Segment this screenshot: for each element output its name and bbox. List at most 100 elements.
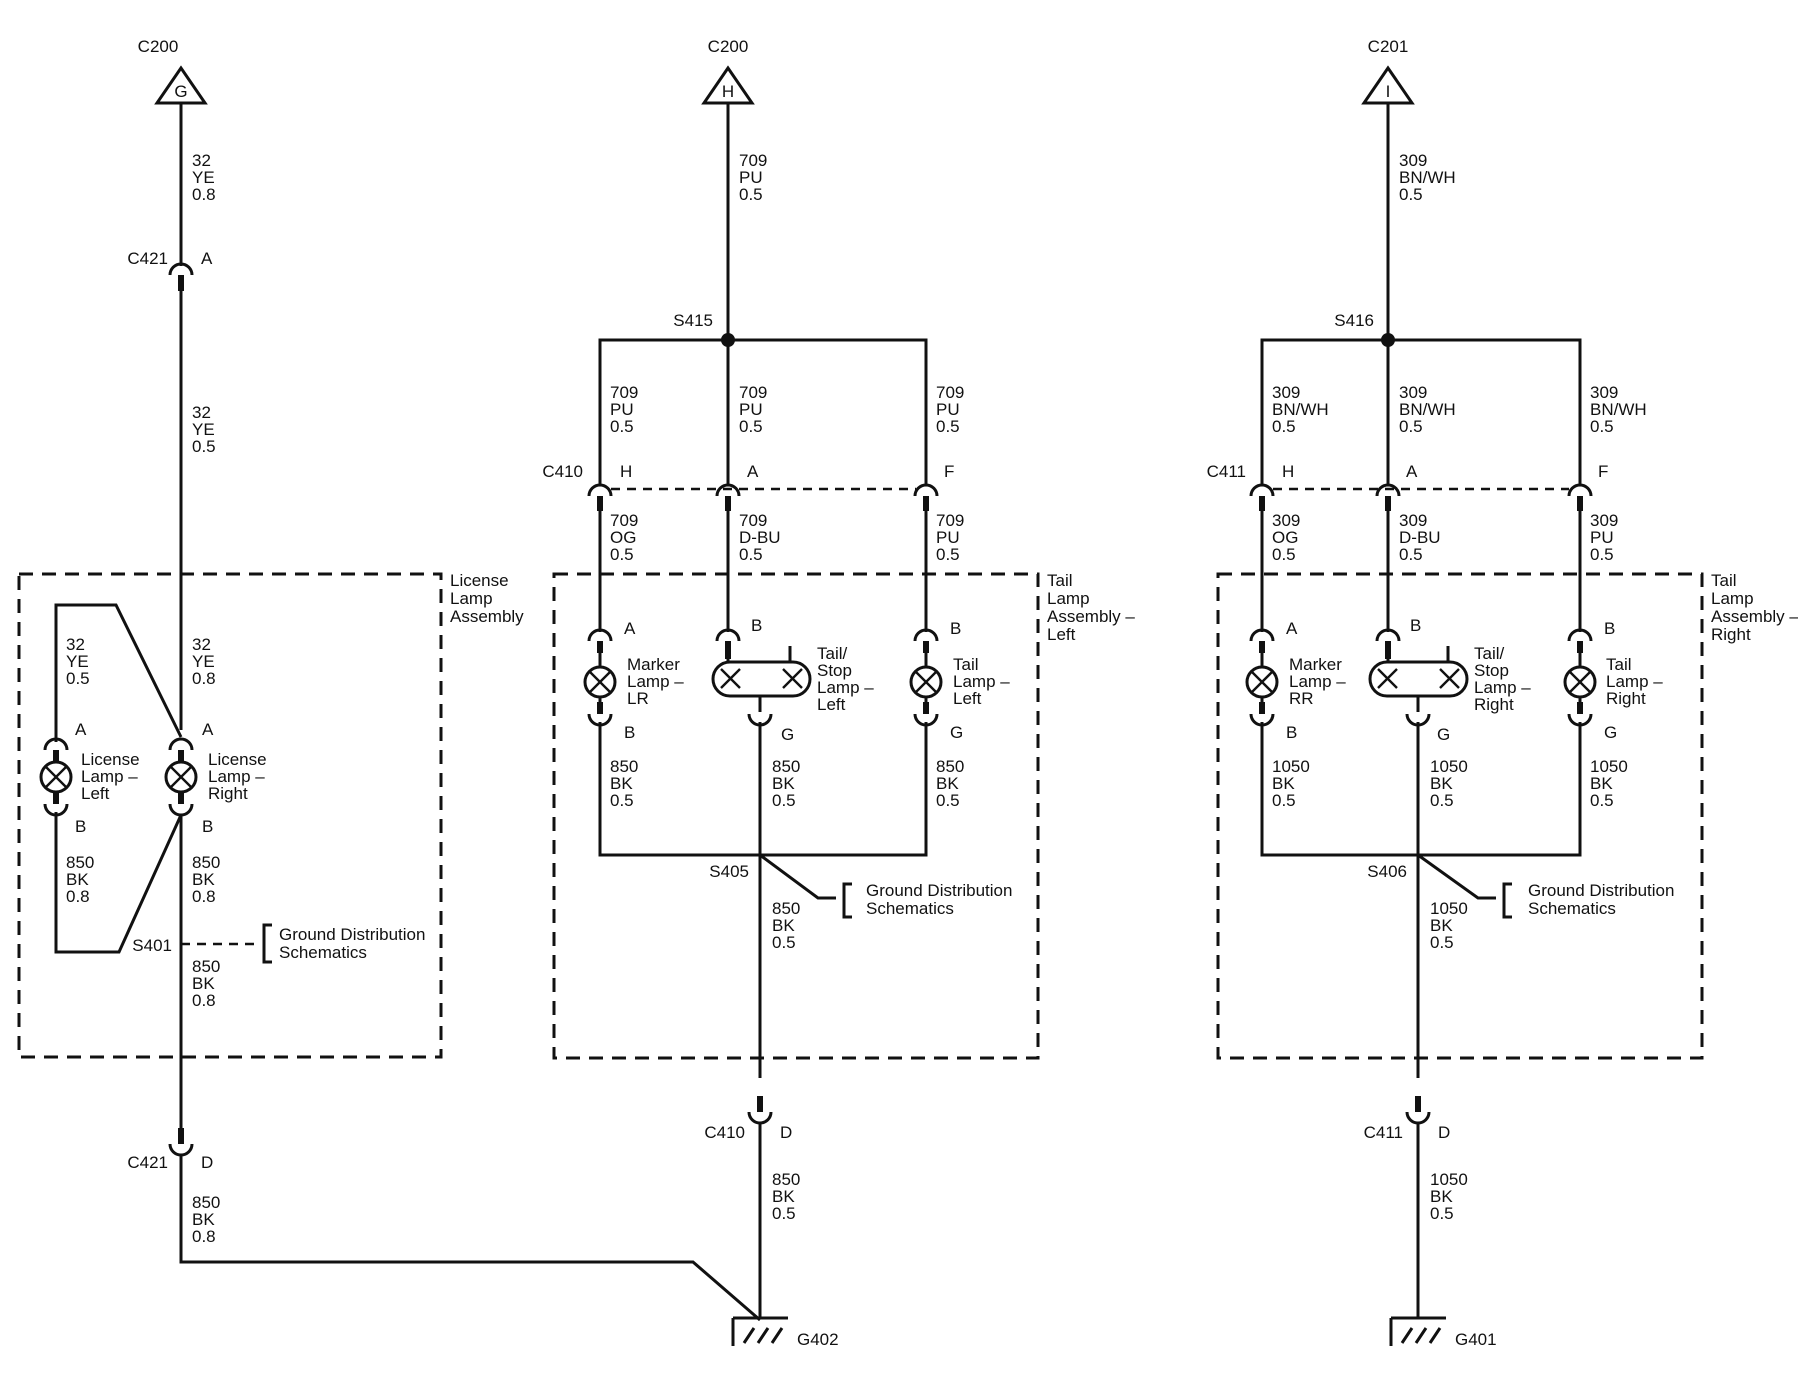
wire-spec-text: BK [1272, 774, 1295, 793]
wire-spec-text: 850 [772, 899, 800, 918]
connector-c410-top: C410 H A F [542, 462, 954, 511]
reference-bracket [262, 923, 272, 964]
tail-lamp-right: B G Tail Lamp – Right [1563, 619, 1663, 742]
lamp-x-icon [45, 766, 67, 788]
wire-spec-text: 709 [610, 511, 638, 530]
wire-spec-text: 0.8 [66, 887, 90, 906]
wire-spec-text: BK [772, 774, 795, 793]
component-label: Lamp – [1606, 672, 1663, 691]
connector-male-icon [1577, 496, 1583, 511]
connector-pin: G [174, 82, 187, 101]
component-label: Tail/ [817, 644, 848, 663]
wire-spec-text: BK [192, 974, 215, 993]
wire-spec-text: BN/WH [1399, 400, 1456, 419]
wire-spec-text: 0.5 [739, 185, 763, 204]
wire-spec-text: 309 [1590, 511, 1618, 530]
splice-label: S415 [673, 311, 713, 330]
tail-stop-lamp-left: B G Tail/ Stop Lamp – Left [711, 616, 874, 744]
wire-spec-text: 0.5 [610, 791, 634, 810]
wire-spec-text: 0.5 [772, 933, 796, 952]
assembly-label-license: License Lamp Assembly [450, 571, 524, 626]
svg-text:Right: Right [1711, 625, 1751, 644]
connector-male-icon [178, 275, 184, 291]
component-label: Tail [1606, 655, 1632, 674]
wire-spec-text: BN/WH [1272, 400, 1329, 419]
splice-label: S416 [1334, 311, 1374, 330]
connector-label: C421 [127, 1153, 168, 1172]
wire-spec-text: PU [739, 400, 763, 419]
ground-label: G401 [1455, 1330, 1497, 1349]
splice-label: S405 [709, 862, 749, 881]
ground-icon [1400, 1327, 1414, 1344]
connector-female-icon [715, 483, 741, 497]
wire-spec-text: D-BU [739, 528, 781, 547]
connector-pin: A [747, 462, 759, 481]
wire-spec-text: 0.5 [610, 545, 634, 564]
component-label: Lamp – [953, 672, 1010, 691]
reference-bracket [1502, 882, 1512, 919]
splice-s406: S406 Ground Distribution Schematics [1367, 853, 1674, 919]
wire [179, 1155, 761, 1322]
terminal-icon [178, 792, 184, 804]
wire-spec-text: 0.5 [1272, 545, 1296, 564]
assembly-label-tail-left: Tail Lamp Assembly – Left [1047, 571, 1135, 644]
ground-icon [756, 1327, 770, 1344]
wire-spec-text: PU [739, 168, 763, 187]
wire-spec-text: 0.5 [1399, 545, 1423, 564]
connector-label: C201 [1368, 37, 1409, 56]
reference-label: Ground Distribution [1528, 881, 1674, 900]
wire-spec-text: 0.8 [192, 991, 216, 1010]
ground-icon [1414, 1327, 1428, 1344]
connector-female-icon [1375, 483, 1401, 497]
pin-label: B [1410, 616, 1421, 635]
wire-spec-text: 0.5 [739, 417, 763, 436]
connector-pin: H [620, 462, 632, 481]
connector-female-icon [913, 483, 939, 497]
license-lamp-left: A B License Lamp – Left [39, 720, 140, 836]
splice-s415: S415 [673, 311, 735, 347]
wire-spec-text: 0.5 [610, 417, 634, 436]
connector-female-icon [168, 262, 194, 276]
wire-spec-text: 850 [610, 757, 638, 776]
wire-spec-text: 0.5 [1590, 545, 1614, 564]
connector-pin: H [1282, 462, 1294, 481]
pin-label: A [202, 720, 214, 739]
connector-pin: H [722, 82, 734, 101]
wire-spec-text: 309 [1272, 383, 1300, 402]
ground-icon [770, 1327, 784, 1344]
reference-label: Schematics [1528, 899, 1616, 918]
wire-spec-text: 0.5 [1272, 791, 1296, 810]
component-label: Marker [1289, 655, 1342, 674]
lamp-x-icon [782, 668, 803, 689]
lamp-x-icon [1439, 668, 1460, 689]
dual-lamp-icon [711, 660, 812, 698]
reference-leader [1417, 853, 1496, 900]
connector-c200-h: C200 H [701, 37, 755, 105]
tail-lamp-assembly-right-box [1216, 572, 1704, 1060]
wire-spec-text: 32 [192, 403, 211, 422]
wire-spec-text: 850 [772, 1170, 800, 1189]
component-label: Lamp – [208, 767, 265, 786]
svg-text:Assembly: Assembly [450, 607, 524, 626]
terminal-icon [53, 750, 59, 762]
pin-label: A [624, 619, 636, 638]
wire-spec-text: 0.5 [192, 437, 216, 456]
wire [598, 722, 928, 857]
wire-spec-text: 309 [1590, 383, 1618, 402]
component-label: LR [627, 689, 649, 708]
component-label: Lamp – [817, 678, 874, 697]
